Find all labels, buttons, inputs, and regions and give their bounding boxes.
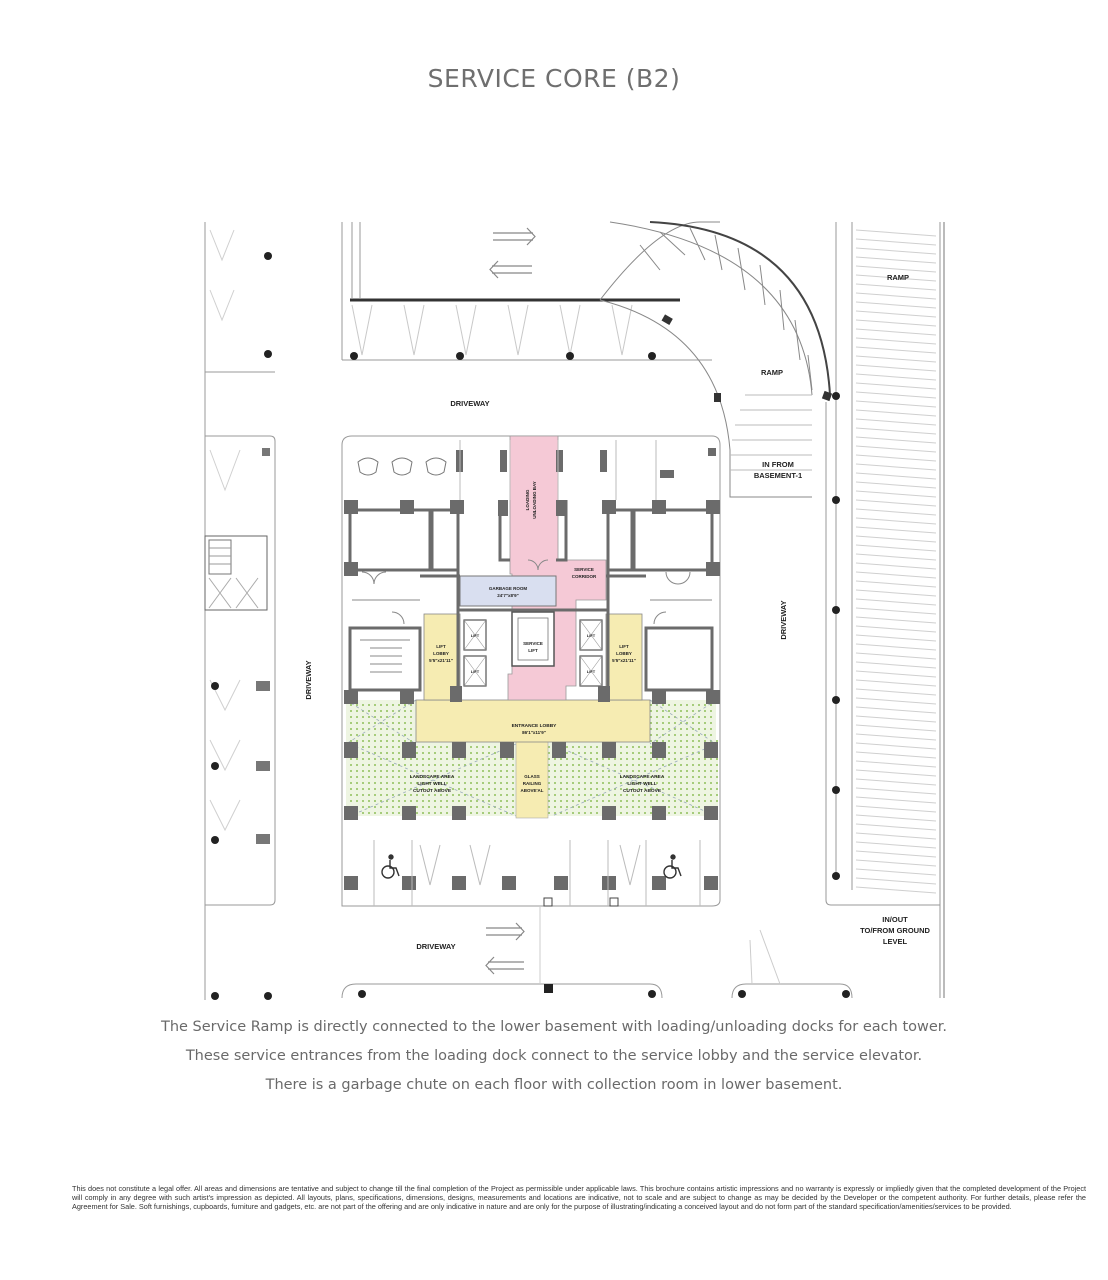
lift-lobby-right-label-1: LIFT xyxy=(619,644,629,649)
core-boundary xyxy=(341,435,721,907)
ramp-pillars xyxy=(661,314,833,402)
arrow-right-icon xyxy=(486,922,525,941)
in-from-label-1: IN FROM xyxy=(762,460,794,469)
columns-top xyxy=(264,252,656,360)
curved-ramp xyxy=(599,221,831,498)
entrance-lobby-label-1: ENTRANCE LOBBY xyxy=(512,723,558,729)
landscape-right-label-2: LIGHT WELL xyxy=(627,781,656,787)
arrow-left-icon xyxy=(489,260,532,279)
landscape-area-left xyxy=(346,740,516,816)
right-ramp xyxy=(825,222,945,998)
inout-label-2: TO/FROM GROUND xyxy=(860,926,930,935)
bottom-driveway xyxy=(341,897,853,999)
driveway-top-label: DRIVEWAY xyxy=(450,399,489,408)
landscape-area-right xyxy=(548,740,718,816)
landscape-left-label-3: CUTOUT ABOVE xyxy=(413,788,452,794)
lift-lobby-left-label-3: 5'5"x21'11" xyxy=(429,658,453,663)
columns-left xyxy=(211,682,272,1000)
inout-label-1: IN/OUT xyxy=(882,915,908,924)
garbage-room-area xyxy=(459,575,557,607)
loading-bay-parking xyxy=(357,440,657,500)
lift-label: LIFT xyxy=(587,633,596,638)
caption: The Service Ramp is directly connected t… xyxy=(0,1013,1108,1100)
entrance-lobby-label-2: 86'1"x11'9" xyxy=(522,730,546,735)
left-parking-strip xyxy=(204,222,276,1000)
caption-line-3: There is a garbage chute on each floor w… xyxy=(265,1077,843,1093)
driveway-right-label: DRIVEWAY xyxy=(779,600,788,639)
landscape-left-label-2: LIGHT WELL xyxy=(417,781,446,787)
landscape-right-label-1: LANDSCAPE AREA xyxy=(620,774,665,780)
arrow-left-icon xyxy=(485,956,524,975)
lift-label: LIFT xyxy=(587,669,596,674)
ramp-stripes xyxy=(855,229,937,894)
glass-railing-area xyxy=(515,739,549,819)
core-pillars xyxy=(344,448,720,890)
service-lift-label-1: SERVICE xyxy=(523,641,543,646)
glass-railing-label-2: RAILING xyxy=(523,781,542,786)
ramp-curve-label: RAMP xyxy=(761,368,783,377)
lift-lobby-right-label-2: LOBBY xyxy=(616,651,632,656)
lift-label: LIFT xyxy=(471,669,480,674)
parking-row-top xyxy=(341,222,712,361)
pillars-left xyxy=(256,448,270,844)
loading-bay-label-1: LOADING xyxy=(525,489,530,510)
ramp-top-label: RAMP xyxy=(887,273,909,282)
service-lift-box xyxy=(511,611,555,667)
garbage-room-label-1: GARBAGE ROOM xyxy=(489,586,528,591)
lift-lobby-right-label-3: 5'5"x21'11" xyxy=(612,658,636,663)
lift-lobby-right-area xyxy=(605,613,643,701)
core-thin-walls xyxy=(352,559,712,673)
wheelchair-icon xyxy=(381,854,400,879)
core-walls xyxy=(348,500,714,700)
lift-lobby-left-area xyxy=(423,613,461,701)
service-lift-label-2: LIFT xyxy=(528,648,538,653)
lift-label: LIFT xyxy=(471,633,480,638)
entrance-lobby-area xyxy=(415,699,651,743)
loading-bay-label-2: UNLOADING BAY xyxy=(532,481,537,519)
glass-railing-label-1: GLASS xyxy=(524,774,540,779)
driveway-bottom-label: DRIVEWAY xyxy=(416,942,455,951)
caption-line-1: The Service Ramp is directly connected t… xyxy=(160,1019,948,1035)
page-title: SERVICE CORE (B2) xyxy=(427,64,681,93)
legal-disclaimer: This does not constitute a legal offer. … xyxy=(72,1184,1086,1212)
bottom-parking xyxy=(373,840,701,906)
lift-lobby-left-label-1: LIFT xyxy=(436,644,446,649)
landscape-left-label-1: LANDSCAPE AREA xyxy=(410,774,455,780)
lift-lobby-left-label-2: LOBBY xyxy=(433,651,449,656)
columns-bottom xyxy=(358,984,850,998)
arrow-right-icon xyxy=(493,227,536,246)
garbage-room-label-2: 24'7"x8'9" xyxy=(497,593,518,598)
landscape-right-label-3: CUTOUT ABOVE xyxy=(623,788,662,794)
in-from-label-2: BASEMENT-1 xyxy=(754,471,802,480)
glass-railing-label-3: ABOVE'AL xyxy=(520,788,543,793)
columns-right xyxy=(832,392,840,880)
driveway-left-label: DRIVEWAY xyxy=(304,660,313,699)
service-corridor-label-1: SERVICE xyxy=(574,567,594,572)
caption-line-2: These service entrances from the loading… xyxy=(185,1048,923,1064)
wheelchair-icon xyxy=(663,854,682,879)
inout-label-3: LEVEL xyxy=(883,937,908,946)
service-corridor-label-2: CORRIDOR xyxy=(572,574,597,579)
